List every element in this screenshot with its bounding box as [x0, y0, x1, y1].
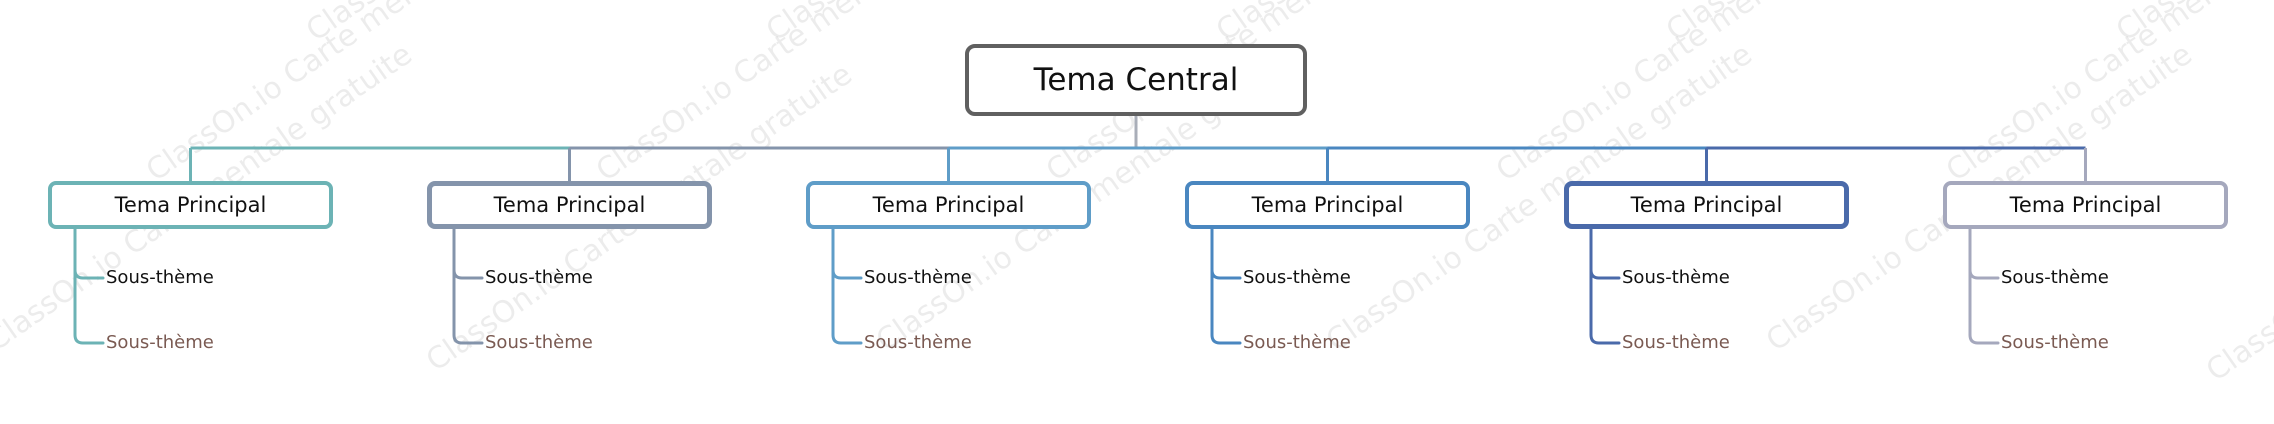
- subtopic-label[interactable]: Sous-thème: [485, 267, 593, 288]
- subtopic-label[interactable]: Sous-thème: [2001, 332, 2109, 353]
- main-topic-label: Tema Principal: [1630, 193, 1783, 217]
- subtopic-label[interactable]: Sous-thème: [2001, 267, 2109, 288]
- main-topic[interactable]: Tema Principal: [427, 181, 712, 229]
- main-topic[interactable]: Tema Principal: [48, 181, 333, 229]
- main-topic-label: Tema Principal: [1251, 193, 1404, 217]
- subtopic-label[interactable]: Sous-thème: [1243, 267, 1351, 288]
- subtopic-label[interactable]: Sous-thème: [1243, 332, 1351, 353]
- subtopic-connector: [1968, 268, 2000, 280]
- subtopic-connector: [1589, 333, 1621, 345]
- subtopic-label[interactable]: Sous-thème: [485, 332, 593, 353]
- subtopic-connector: [831, 333, 863, 345]
- main-topic[interactable]: Tema Principal: [1943, 181, 2228, 229]
- subtopic-label[interactable]: Sous-thème: [1622, 332, 1730, 353]
- subtopic-connector: [73, 268, 105, 280]
- subtopic-connector: [452, 333, 484, 345]
- main-topic[interactable]: Tema Principal: [1185, 181, 1470, 229]
- main-topic-label: Tema Principal: [493, 193, 646, 217]
- main-topic-label: Tema Principal: [114, 193, 267, 217]
- subtopic-label[interactable]: Sous-thème: [1622, 267, 1730, 288]
- subtopic-label[interactable]: Sous-thème: [106, 267, 214, 288]
- subtopic-label[interactable]: Sous-thème: [864, 267, 972, 288]
- subtopic-connector: [1210, 333, 1242, 345]
- subtopic-label[interactable]: Sous-thème: [106, 332, 214, 353]
- subtopic-label[interactable]: Sous-thème: [864, 332, 972, 353]
- main-topic[interactable]: Tema Principal: [806, 181, 1091, 229]
- subtopic-connector: [1589, 268, 1621, 280]
- subtopic-connector: [1968, 333, 2000, 345]
- subtopic-connector: [73, 333, 105, 345]
- central-topic-label: Tema Central: [1033, 62, 1239, 98]
- main-topic-label: Tema Principal: [872, 193, 1025, 217]
- subtopic-connector: [831, 268, 863, 280]
- subtopic-connector: [452, 268, 484, 280]
- subtopic-connector: [1210, 268, 1242, 280]
- main-topic-label: Tema Principal: [2009, 193, 2162, 217]
- central-topic[interactable]: Tema Central: [965, 44, 1307, 116]
- main-topic[interactable]: Tema Principal: [1564, 181, 1849, 229]
